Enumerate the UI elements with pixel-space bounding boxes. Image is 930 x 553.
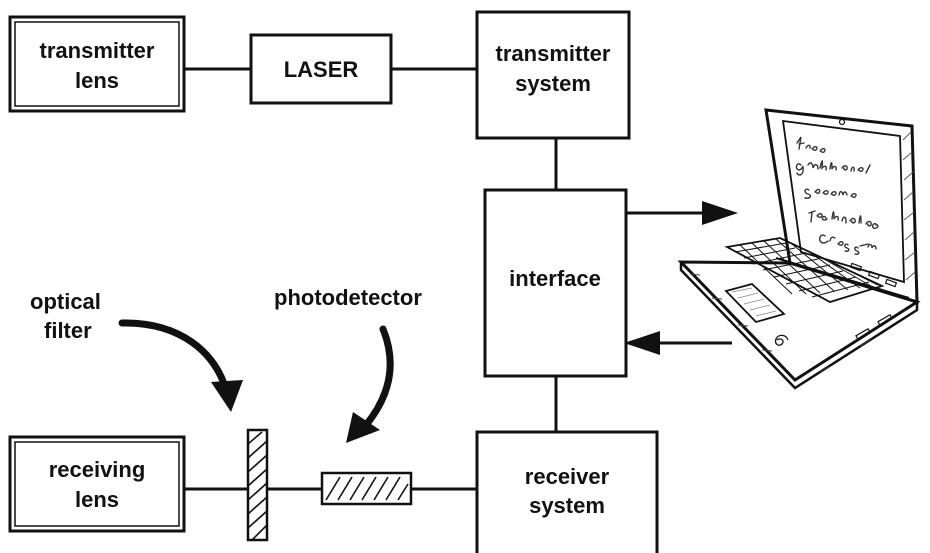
interface-frame — [483, 188, 628, 378]
power-button-icon — [774, 334, 789, 346]
screen-handwriting — [795, 136, 879, 255]
laptop-lid-outer — [764, 108, 919, 305]
interface-box: interface — [483, 188, 628, 378]
photodetector-arrowhead — [346, 412, 380, 443]
optical-filter-callout-arrow — [118, 319, 243, 412]
scribble-line-1 — [796, 136, 826, 153]
interface-label: interface — [509, 266, 601, 291]
transmitter-lens-inner-frame — [14, 21, 180, 107]
laptop-touchpad — [724, 283, 786, 324]
arrowhead-to-laptop — [702, 201, 738, 225]
laptop-touchpad-shading — [731, 287, 777, 317]
scribble-line-4 — [808, 210, 879, 230]
laptop-side-ports — [849, 262, 898, 341]
optical-filter-arrow-stroke — [118, 319, 231, 397]
receiving-lens-inner-frame — [14, 441, 180, 527]
photodetector-hatching — [325, 476, 409, 501]
transmitter-system-label-line2: system — [515, 71, 591, 96]
receiver-system-label-line1: receiver — [525, 464, 610, 489]
optical-filter-hatching — [247, 431, 268, 541]
transmitter-lens-outer-frame — [8, 15, 186, 113]
transmitter-system-frame — [475, 10, 631, 140]
optical-filter-label-line2: filter — [44, 318, 92, 343]
optical-filter-arrowhead — [211, 380, 243, 412]
laptop-hinge — [775, 257, 910, 299]
laptop-base-edge — [679, 262, 919, 390]
scribble-line-5 — [818, 234, 877, 255]
laptop-base-shading — [689, 273, 871, 373]
photodetector-frame — [320, 471, 413, 506]
laser-box: LASER — [249, 33, 393, 105]
receiving-lens-box: receiving lens — [8, 435, 186, 533]
optical-filter-label-line1: optical — [30, 289, 101, 314]
laser-frame — [249, 33, 393, 105]
receiving-lens-outer-frame — [8, 435, 186, 533]
laptop-illustration — [677, 108, 921, 390]
receiving-lens-label-line2: lens — [75, 487, 119, 512]
receiver-system-frame — [475, 430, 659, 553]
photodetector-element — [320, 471, 413, 506]
receiver-system-box: receiver system — [475, 430, 659, 553]
transmitter-lens-label-line2: lens — [75, 68, 119, 93]
transmitter-lens-box: transmitter lens — [8, 15, 186, 113]
scribble-line-3 — [804, 188, 857, 199]
transmitter-system-box: transmitter system — [475, 10, 631, 140]
laptop-lid-shading — [902, 131, 916, 281]
receiver-system-label-line2: system — [529, 493, 605, 518]
connection-lines — [184, 67, 738, 491]
transmitter-lens-label-line1: transmitter — [40, 38, 155, 63]
laptop-base-top — [677, 260, 921, 382]
webcam-icon — [838, 118, 846, 126]
laptop-screen — [781, 119, 905, 284]
photodetector-callout-arrow — [346, 325, 394, 443]
scribble-line-2 — [795, 160, 871, 176]
optical-filter-element — [246, 428, 269, 542]
laser-label: LASER — [284, 57, 359, 82]
transmitter-system-label-line1: transmitter — [496, 41, 611, 66]
laptop-keyboard-keys — [734, 238, 879, 298]
arrowhead-to-interface — [624, 331, 660, 355]
receiving-lens-label-line1: receiving — [49, 457, 146, 482]
photodetector-arrow-stroke — [362, 325, 394, 429]
photodetector-label: photodetector — [274, 285, 422, 310]
